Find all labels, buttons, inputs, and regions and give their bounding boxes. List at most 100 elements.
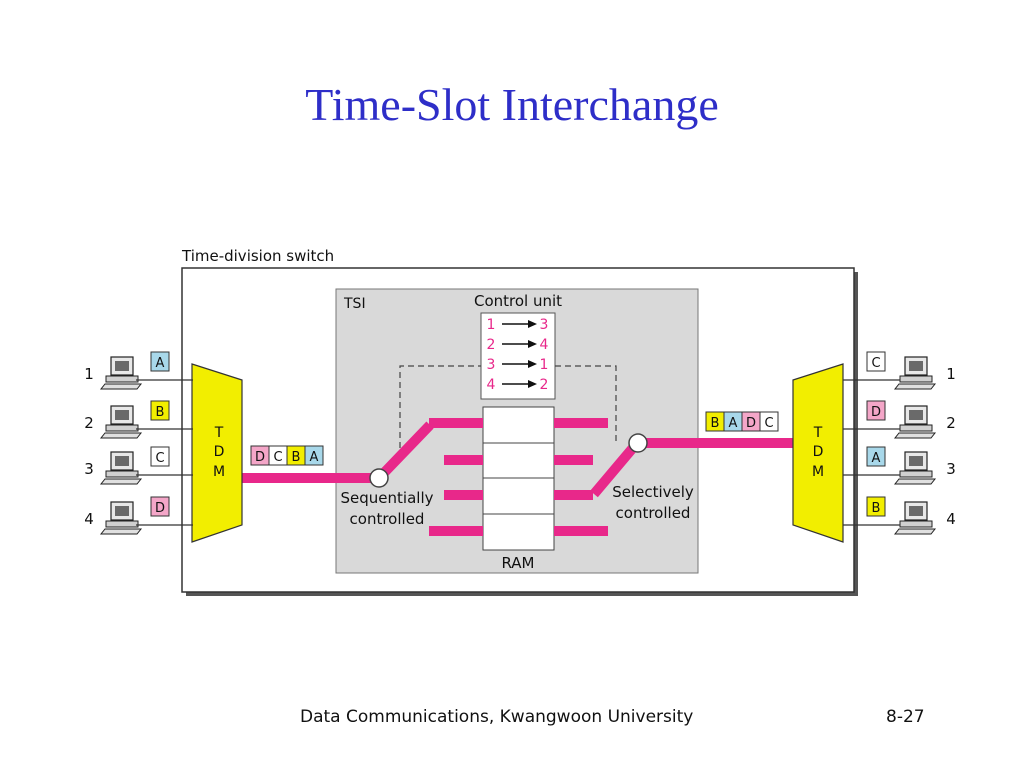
- keyboard-shape: [893, 528, 937, 535]
- station-number: 3: [84, 460, 94, 478]
- ram-read-bar: [554, 490, 593, 500]
- time-division-switch-label: Time-division switch: [181, 247, 334, 265]
- station-number: 4: [84, 510, 94, 528]
- ram-write-bar: [444, 490, 483, 500]
- map-arrow-head: [528, 380, 537, 388]
- input-slot-box: [150, 496, 170, 517]
- ram-read-bar: [554, 526, 608, 536]
- footer-source: Data Communications, Kwangwoon Universit…: [300, 707, 694, 727]
- input-frame-letter: B: [292, 450, 301, 465]
- base-shape: [899, 375, 933, 383]
- keyboard-shape: [893, 478, 937, 485]
- output-slot-box: [866, 400, 886, 421]
- map-to: 3: [540, 317, 549, 333]
- tdm-letter: D: [813, 444, 824, 460]
- station-number: 1: [946, 365, 956, 383]
- input-frame-letter: A: [310, 450, 319, 465]
- ram-write-bar: [429, 418, 483, 428]
- screen-shape: [115, 456, 129, 466]
- input-frame-letter: D: [255, 450, 265, 465]
- input-frame-cell: [304, 445, 324, 466]
- sequential-switch-node: [369, 468, 389, 488]
- selective-control-line: [555, 365, 617, 445]
- output-station: 1C: [843, 351, 956, 390]
- screen-shape: [909, 410, 923, 420]
- input-link: [242, 473, 377, 483]
- base-shape: [899, 520, 933, 528]
- tdm-letter: M: [812, 464, 824, 480]
- tsi-label: TSI: [343, 296, 366, 312]
- input-station: 1A: [84, 351, 193, 390]
- output-frame-letter: B: [711, 416, 720, 431]
- output-slot-letter: A: [872, 451, 881, 466]
- ram-write-bar: [444, 455, 483, 465]
- keyboard-shape: [893, 432, 937, 439]
- output-frame-letter: D: [746, 416, 756, 431]
- input-frame-letter: C: [273, 450, 282, 465]
- tdm-letter: T: [813, 425, 823, 441]
- map-to: 4: [540, 337, 549, 353]
- output-slot-letter: C: [871, 356, 880, 371]
- base-shape: [105, 470, 139, 478]
- tdm-multiplexer: [191, 363, 243, 543]
- map-arrow-head: [528, 360, 537, 368]
- input-station: 3C: [84, 446, 193, 485]
- keyboard-shape: [99, 478, 143, 485]
- screen-shape: [909, 361, 923, 371]
- footer-page-number: 8-27: [886, 707, 925, 727]
- screen-shape: [909, 456, 923, 466]
- map-from: 2: [487, 337, 496, 353]
- screen-shape: [909, 506, 923, 516]
- sequential-label-line1: Sequentially: [341, 489, 434, 507]
- output-frame-cell: [759, 411, 779, 432]
- tdm-letter: M: [213, 464, 225, 480]
- sequential-control-line: [399, 365, 481, 448]
- tdm-letter: D: [214, 444, 225, 460]
- input-slot-letter: D: [155, 501, 165, 516]
- input-slot-letter: B: [156, 405, 165, 420]
- station-number: 1: [84, 365, 94, 383]
- slide-title: Time-Slot Interchange: [305, 79, 719, 130]
- output-station: 3A: [843, 446, 956, 485]
- station-number: 2: [84, 414, 94, 432]
- input-slot-box: [150, 351, 170, 372]
- station-number: 3: [946, 460, 956, 478]
- ram-write-bar: [429, 526, 483, 536]
- output-slot-letter: B: [872, 501, 881, 516]
- screen-shape: [115, 410, 129, 420]
- keyboard-shape: [893, 383, 937, 390]
- input-station: 4D: [84, 496, 193, 535]
- station-number: 4: [946, 510, 956, 528]
- input-slot-box: [150, 400, 170, 421]
- control-unit-label: Control unit: [474, 292, 562, 310]
- base-shape: [105, 520, 139, 528]
- station-number: 2: [946, 414, 956, 432]
- base-shape: [105, 375, 139, 383]
- map-arrow-head: [528, 340, 537, 348]
- ram-read-bar: [554, 455, 593, 465]
- base-shape: [899, 470, 933, 478]
- input-slot-box: [150, 446, 170, 467]
- keyboard-shape: [99, 528, 143, 535]
- ram-read-bar: [554, 418, 608, 428]
- tdm-demultiplexer: [792, 363, 844, 543]
- input-slot-letter: C: [155, 451, 164, 466]
- screen-shape: [115, 361, 129, 371]
- sequential-switch-arm: [375, 421, 434, 482]
- map-arrow-head: [528, 320, 537, 328]
- keyboard-shape: [99, 432, 143, 439]
- map-from: 4: [487, 377, 496, 393]
- output-station: 2D: [843, 400, 956, 439]
- screen-shape: [115, 506, 129, 516]
- map-to: 2: [540, 377, 549, 393]
- output-slot-box: [866, 351, 886, 372]
- output-frame-letter: A: [729, 416, 738, 431]
- output-slot-letter: D: [871, 405, 881, 420]
- tdm-letter: T: [214, 425, 224, 441]
- ram-label: RAM: [501, 554, 534, 572]
- base-shape: [899, 424, 933, 432]
- sequential-label-line2: controlled: [350, 510, 425, 528]
